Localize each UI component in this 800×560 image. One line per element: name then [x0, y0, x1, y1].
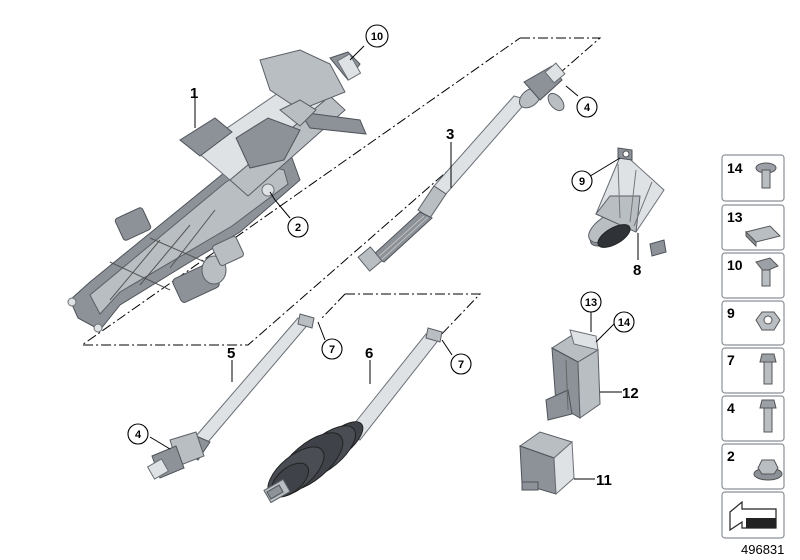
steering-shaft-lower-ujoint[interactable] — [146, 313, 315, 480]
svg-text:13: 13 — [727, 209, 743, 225]
hex-screw-icon — [759, 353, 777, 385]
legend-cell-arrow[interactable] — [721, 491, 785, 539]
svg-text:14: 14 — [727, 160, 743, 176]
svg-text:10: 10 — [727, 257, 743, 273]
steering-shaft-lower-boot[interactable] — [260, 327, 443, 506]
hex-bolt-icon — [755, 257, 779, 287]
svg-text:7: 7 — [458, 359, 464, 371]
bolt-icon — [759, 399, 777, 433]
callout-1: 1 — [190, 85, 198, 102]
svg-text:7: 7 — [727, 352, 735, 368]
legend-cell-2[interactable]: 2 — [721, 443, 785, 490]
svg-text:10: 10 — [371, 31, 383, 43]
control-module[interactable] — [518, 431, 575, 496]
callout-6: 6 — [365, 345, 373, 362]
trim-clip-icon — [755, 162, 777, 189]
hex-nut-icon — [755, 311, 781, 331]
svg-text:7: 7 — [329, 344, 335, 356]
figure-id: 496831 — [741, 542, 784, 557]
callout-2: 2 — [287, 216, 309, 238]
page-arrow-icon — [729, 500, 777, 532]
flange-nut-icon — [753, 459, 783, 481]
leader-lines — [149, 45, 639, 480]
svg-text:13: 13 — [585, 297, 597, 309]
callout-8: 8 — [633, 262, 641, 279]
legend-cell-10[interactable]: 10 — [721, 252, 785, 299]
bracket-clip[interactable] — [545, 329, 601, 421]
callout-11: 11 — [596, 472, 612, 489]
callout-13: 13 — [580, 291, 602, 313]
adjustment-motor — [114, 207, 244, 303]
callout-4-lower: 4 — [127, 423, 149, 445]
fastener-legend: 14 13 10 9 — [721, 154, 785, 539]
callout-7-right: 7 — [450, 353, 472, 375]
legend-cell-13[interactable]: 13 — [721, 204, 785, 251]
callout-12: 12 — [622, 385, 639, 402]
svg-text:2: 2 — [295, 222, 301, 234]
svg-text:9: 9 — [579, 176, 585, 188]
svg-text:4: 4 — [584, 102, 591, 114]
legend-cell-4[interactable]: 4 — [721, 395, 785, 442]
callout-14: 14 — [613, 311, 635, 333]
svg-text:9: 9 — [727, 305, 735, 321]
svg-text:14: 14 — [618, 317, 631, 329]
dash-outline-lower — [321, 293, 482, 339]
spring-nut-icon — [745, 225, 781, 248]
callout-5: 5 — [227, 345, 235, 362]
svg-text:2: 2 — [727, 448, 735, 464]
callout-9: 9 — [571, 170, 593, 192]
steering-column-seal[interactable] — [583, 147, 667, 257]
steering-shaft-upper[interactable] — [357, 62, 567, 272]
svg-text:4: 4 — [135, 429, 142, 441]
legend-cell-9[interactable]: 9 — [721, 300, 785, 346]
svg-text:4: 4 — [727, 400, 735, 416]
steering-column-assembly[interactable] — [67, 49, 367, 333]
callout-10: 10 — [365, 24, 389, 48]
legend-cell-14[interactable]: 14 — [721, 154, 785, 202]
callout-4-upper: 4 — [576, 96, 598, 118]
legend-cell-7[interactable]: 7 — [721, 347, 785, 394]
callout-3: 3 — [446, 126, 454, 143]
callout-7-left: 7 — [321, 338, 343, 360]
